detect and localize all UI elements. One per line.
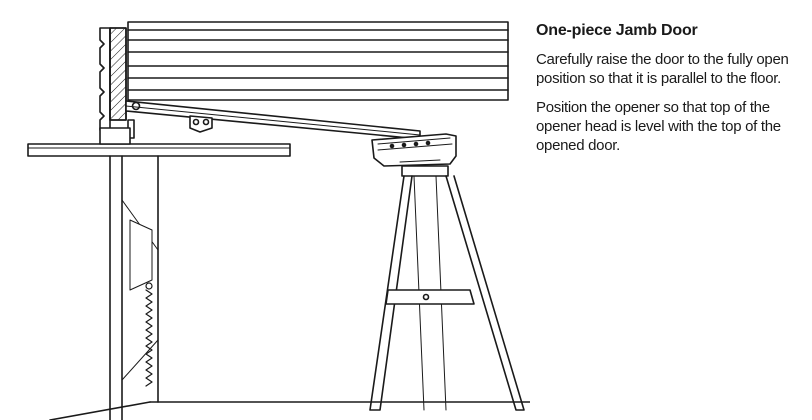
- door-spring: [145, 282, 153, 387]
- table-ledge: [27, 127, 530, 420]
- section-heading: One-piece Jamb Door: [536, 22, 698, 39]
- instruction-panel: One-piece Jamb Door Carefully raise the …: [536, 22, 812, 165]
- garage-door-opener-head: [371, 133, 457, 167]
- garage-door-opener-illustration: [27, 21, 530, 420]
- header-wall: [99, 27, 127, 131]
- sawhorse-support: [369, 165, 525, 411]
- instruction-paragraph: Position the opener so that top of the o…: [536, 99, 781, 154]
- jamb-hardware-door: [127, 21, 509, 101]
- door-arm: [125, 100, 421, 140]
- instruction-paragraph: Carefully raise the door to the fully op…: [536, 51, 789, 87]
